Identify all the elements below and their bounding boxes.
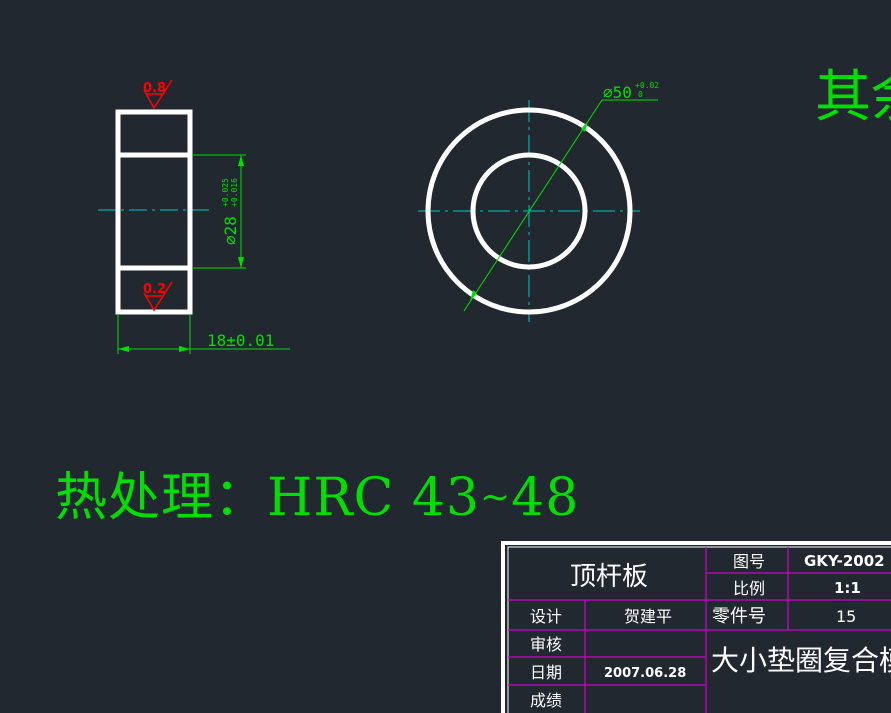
roughness-symbol-bottom: 0.2 — [143, 281, 173, 312]
bore-diameter-tol-upper: +0.025 — [221, 178, 230, 207]
grade-label: 成绩 — [530, 691, 562, 710]
side-outline — [115, 109, 193, 315]
project-name: 大小垫圈复合模 — [711, 644, 891, 677]
outer-diameter-tol-lower: 0 — [638, 90, 643, 99]
drawing-no-value: GKY-2002 — [804, 552, 885, 570]
front-view: ⌀50 +0.02 0 — [418, 81, 659, 322]
heat-treatment-tail: 48 — [511, 468, 580, 528]
part-no-value: 15 — [836, 607, 856, 626]
inner-circle — [470, 152, 588, 270]
scale-value: 1:1 — [834, 579, 861, 597]
designer-label: 设计 — [530, 607, 562, 626]
date-value: 2007.06.28 — [604, 666, 686, 681]
dimension-outer-diameter: ⌀50 +0.02 0 — [463, 81, 659, 312]
width-dimension-label: 18±0.01 — [207, 331, 274, 350]
roughness-top-value: 0.8 — [143, 81, 166, 96]
dimension-bore-diameter: ⌀28 +0.025 +0.016 — [192, 154, 246, 269]
designer-value: 贺建平 — [624, 607, 672, 626]
side-view: 0.8 0.2 ⌀28 +0.025 +0.016 — [98, 79, 290, 354]
roughness-bottom-value: 0.2 — [143, 282, 166, 297]
outer-circle — [425, 107, 633, 315]
date-label: 日期 — [530, 663, 562, 682]
reviewer-label: 审核 — [530, 635, 562, 654]
heat-treatment-text: 热处理：HRC 43 — [55, 468, 480, 528]
dimension-width: 18±0.01 — [117, 314, 290, 354]
scale-label: 比例 — [733, 579, 765, 598]
drawing-no-label: 图号 — [733, 552, 765, 571]
part-no-label: 零件号 — [712, 606, 766, 627]
heat-treatment-note: 热处理：HRC 43~48 — [55, 455, 579, 530]
title-block: 顶杆板 图号 GKY-2002 比例 1:1 设计 贺建平 零件号 15 审核 … — [501, 541, 891, 713]
outer-diameter-label: ⌀50 — [603, 83, 632, 102]
part-name: 顶杆板 — [570, 562, 648, 592]
bore-diameter-label: ⌀28 — [221, 216, 240, 245]
remaining-surface-note: 其余 — [815, 65, 891, 130]
roughness-symbol-top: 0.8 — [143, 79, 173, 110]
heat-treatment-tilde: ~ — [480, 477, 512, 518]
outer-diameter-tol-upper: +0.02 — [635, 81, 659, 90]
bore-diameter-tol-lower: +0.016 — [230, 178, 239, 207]
